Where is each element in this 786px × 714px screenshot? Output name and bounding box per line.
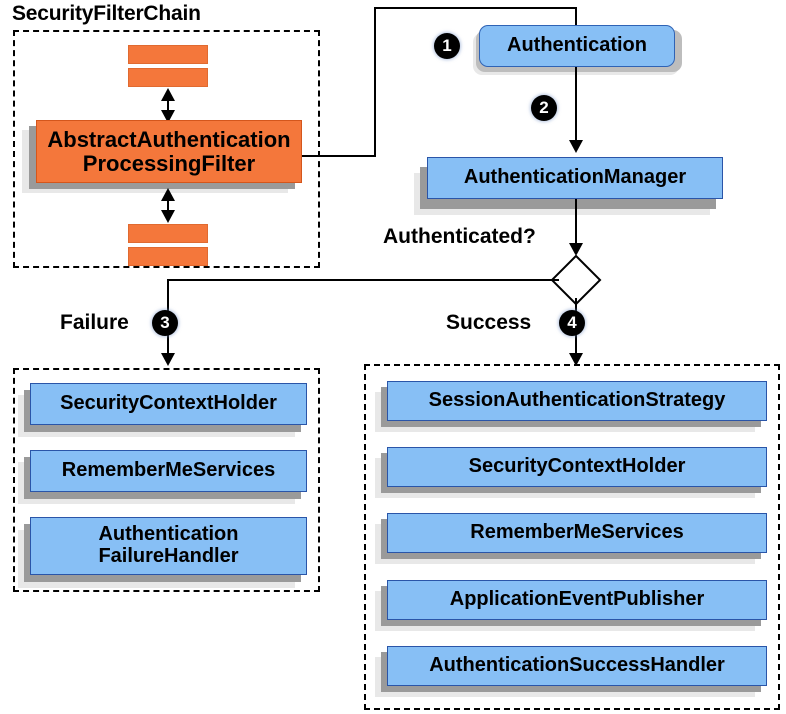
- authenticated-question-label: Authenticated?: [383, 225, 536, 248]
- filter-bar-3: [128, 224, 208, 243]
- success-branch-arrowhead: [569, 353, 583, 366]
- success-item-3[interactable]: RememberMeServices: [387, 513, 767, 553]
- failure-label: Failure: [60, 311, 129, 334]
- auth-entry-drop: [575, 7, 577, 32]
- success-item-1[interactable]: SessionAuthenticationStrategy: [387, 381, 767, 421]
- filter-bar-1: [128, 45, 208, 64]
- success-item-2[interactable]: SecurityContextHolder: [387, 447, 767, 487]
- filter-node-label-line2: ProcessingFilter: [82, 150, 256, 176]
- success-item-2-label: SecurityContextHolder: [468, 455, 686, 478]
- filter-arrow-down-bottom: [161, 210, 175, 223]
- step-badge-2: 2: [531, 95, 557, 121]
- manager-to-decision-line: [575, 199, 577, 245]
- failure-item-3[interactable]: Authentication FailureHandler: [30, 517, 307, 575]
- failure-item-3-label-line1: Authentication: [98, 523, 239, 546]
- authentication-manager-label: AuthenticationManager: [463, 166, 687, 189]
- authentication-manager-node[interactable]: AuthenticationManager: [427, 157, 723, 199]
- success-item-1-label: SessionAuthenticationStrategy: [428, 389, 726, 412]
- success-branch-container: [364, 364, 780, 710]
- failure-item-1[interactable]: SecurityContextHolder: [30, 383, 307, 425]
- success-item-5[interactable]: AuthenticationSuccessHandler: [387, 646, 767, 686]
- filter-to-auth-segment-h1: [302, 155, 376, 157]
- filter-to-auth-segment-v: [374, 7, 376, 157]
- success-item-3-label: RememberMeServices: [470, 521, 684, 544]
- failure-branch-container: [13, 368, 320, 592]
- filter-arrow-down-top: [161, 110, 175, 123]
- securityfilterchain-container: [13, 30, 320, 268]
- success-item-4-label: ApplicationEventPublisher: [449, 588, 705, 611]
- failure-branch-arrowhead: [161, 353, 175, 366]
- step-badge-3: 3: [152, 310, 178, 336]
- step-badge-4: 4: [559, 310, 585, 336]
- step-badge-1: 1: [434, 33, 460, 59]
- failure-item-1-label: SecurityContextHolder: [60, 392, 277, 415]
- success-item-5-label: AuthenticationSuccessHandler: [429, 654, 725, 677]
- filter-arrow-up-bottom: [161, 188, 175, 201]
- filter-bar-2: [128, 68, 208, 87]
- success-label: Success: [446, 311, 532, 334]
- filter-node-label-line1: AbstractAuthentication: [47, 126, 291, 152]
- filter-arrow-up-top: [161, 88, 175, 101]
- failure-item-2-label: RememberMeServices: [61, 459, 276, 482]
- failure-item-3-label-line2: FailureHandler: [98, 545, 239, 567]
- filter-bar-4: [128, 247, 208, 266]
- filter-connector-bottom: [167, 196, 169, 214]
- manager-to-decision-arrowhead: [569, 243, 583, 256]
- authentication-node-label: Authentication: [507, 34, 647, 57]
- filter-to-auth-segment-h2: [374, 7, 577, 9]
- failure-item-2[interactable]: RememberMeServices: [30, 450, 307, 492]
- authentication-node[interactable]: Authentication: [479, 25, 675, 67]
- filter-connector-top: [167, 96, 169, 114]
- success-item-4[interactable]: ApplicationEventPublisher: [387, 580, 767, 620]
- auth-to-manager-line: [575, 67, 577, 143]
- auth-to-manager-arrowhead: [569, 140, 583, 153]
- abstract-authentication-processing-filter-node[interactable]: AbstractAuthentication ProcessingFilter: [36, 120, 302, 183]
- failure-branch-h: [167, 279, 559, 281]
- securityfilterchain-title: SecurityFilterChain: [12, 2, 201, 25]
